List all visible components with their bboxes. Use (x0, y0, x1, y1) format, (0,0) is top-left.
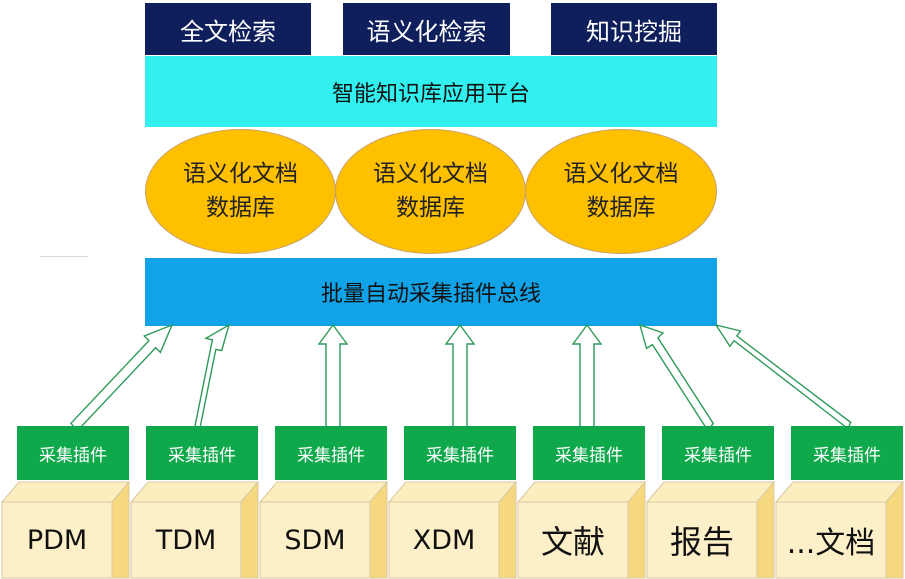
db-label-line1: 语义化文档 (563, 161, 679, 188)
up-arrow-icon (571, 323, 603, 428)
source-label-xdm: XDM (412, 524, 476, 556)
plugin-label: 采集插件 (297, 445, 365, 466)
source-cube (258, 480, 389, 579)
cube-top (129, 481, 260, 503)
collection-plugin-box: 采集插件 (17, 426, 129, 480)
collection-plugin-box: 采集插件 (791, 426, 903, 480)
source-cube (387, 480, 518, 579)
up-arrow-icon (638, 323, 715, 432)
source-cube (0, 480, 131, 579)
cube-side (885, 480, 904, 579)
cube-side (369, 480, 388, 579)
collection-plugin-bus-bar: 批量自动采集插件总线 (145, 258, 717, 326)
source-label-pdm: PDM (26, 524, 88, 556)
collection-plugin-box: 采集插件 (146, 426, 258, 480)
db-label-line2: 数据库 (206, 194, 275, 221)
cube-top (0, 481, 131, 503)
semantic-db-ellipse: 语义化文档 数据库 (525, 129, 717, 254)
plugin-label: 采集插件 (168, 445, 236, 466)
plugin-label: 采集插件 (555, 445, 623, 466)
up-arrow-icon (194, 323, 231, 437)
tab-label: 语义化检索 (366, 17, 487, 46)
tab-label: 全文检索 (180, 17, 276, 46)
plugin-label: 采集插件 (684, 445, 752, 466)
plugin-label: 采集插件 (426, 445, 494, 466)
db-label-line1: 语义化文档 (373, 161, 488, 188)
source-label-literature: 文献 (540, 523, 605, 561)
bus-label: 批量自动采集插件总线 (320, 282, 541, 307)
cube-top (774, 481, 905, 503)
plugin-label: 采集插件 (39, 445, 107, 466)
cube-top (516, 481, 647, 503)
source-cube (129, 480, 260, 579)
collection-plugin-box: 采集插件 (533, 426, 645, 480)
semantic-db-ellipse: 语义化文档 数据库 (145, 129, 336, 254)
source-label-tdm: TDM (155, 524, 217, 556)
db-label-line2: 数据库 (586, 194, 656, 221)
up-arrow-icon (317, 323, 349, 428)
cube-side (627, 480, 646, 579)
source-cube (774, 480, 905, 579)
collection-plugin-box: 采集插件 (404, 426, 516, 480)
up-arrow-icon (69, 323, 174, 432)
plugin-label: 采集插件 (813, 445, 881, 466)
source-cube (645, 480, 776, 579)
tab-knowledge-mining[interactable]: 知识挖掘 (551, 3, 717, 55)
collection-plugin-box: 采集插件 (662, 426, 774, 480)
cube-top (645, 481, 776, 503)
source-label-sdm: SDM (284, 524, 346, 556)
db-label-line1: 语义化文档 (183, 161, 298, 188)
cube-top (258, 481, 389, 503)
cube-side (756, 480, 775, 579)
up-arrow-icon (714, 323, 852, 430)
cube-side (111, 480, 130, 579)
source-label-report: 报告 (669, 523, 734, 561)
db-label-line2: 数据库 (396, 194, 465, 221)
tab-label: 知识挖掘 (586, 17, 682, 46)
tab-semantic-search[interactable]: 语义化检索 (343, 3, 510, 55)
knowledge-platform-bar: 智能知识库应用平台 (145, 56, 717, 127)
tab-full-text-search[interactable]: 全文检索 (145, 3, 311, 55)
collection-plugin-box: 采集插件 (275, 426, 387, 480)
source-label-documents: ...文档 (786, 526, 876, 561)
up-arrow-icon (444, 323, 476, 428)
cube-side (498, 480, 517, 579)
source-cube (516, 480, 647, 579)
cube-side (240, 480, 259, 579)
platform-label: 智能知识库应用平台 (331, 81, 530, 107)
divider-line (40, 256, 88, 257)
cube-top (387, 481, 518, 503)
